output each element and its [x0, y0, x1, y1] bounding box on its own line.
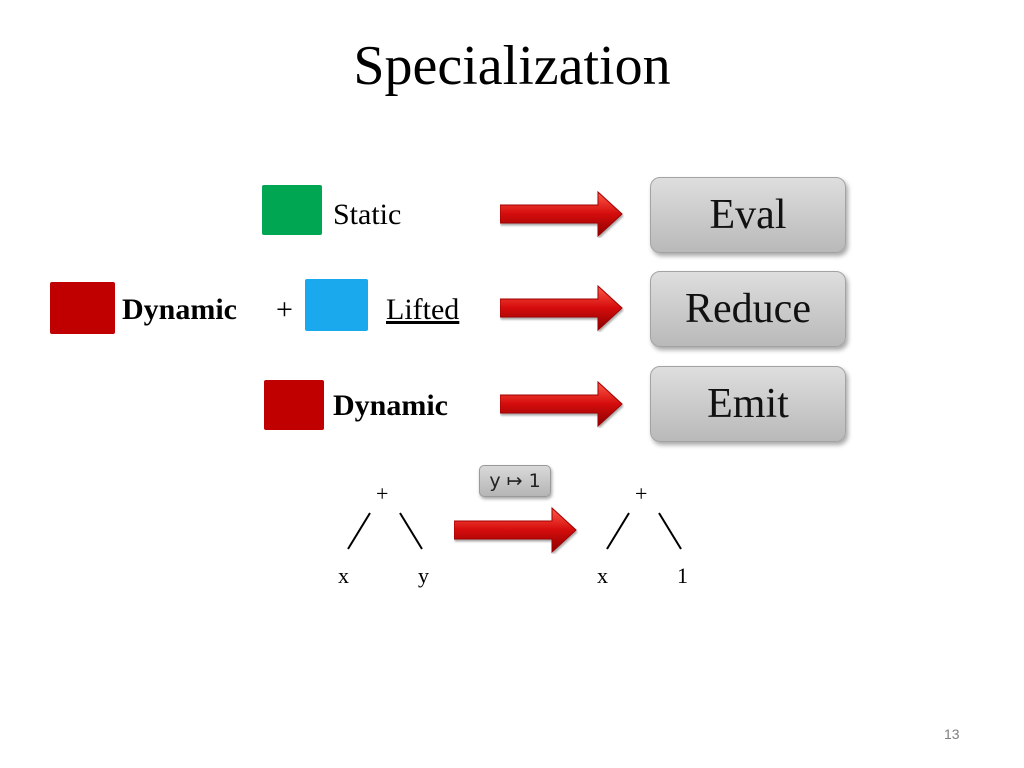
- plus-sign: +: [276, 293, 293, 326]
- static-label: Static: [333, 198, 402, 231]
- tree-before-edges: [347, 512, 423, 550]
- lifted-label: Lifted: [386, 293, 460, 326]
- eval-box: Eval: [650, 177, 846, 253]
- tree-before-op: +: [376, 481, 389, 506]
- tree-before-left: x: [338, 563, 349, 588]
- reduce-box: Reduce: [650, 271, 846, 347]
- right-arrow-icon: [500, 190, 623, 238]
- slide-title: Specialization: [353, 35, 671, 97]
- static-swatch: [262, 185, 322, 235]
- tree-after-right: 1: [677, 563, 688, 588]
- tree-after-left: x: [597, 563, 608, 588]
- dynamic-label: Dynamic: [333, 389, 448, 422]
- dynamic-swatch: [264, 380, 324, 430]
- lifted-swatch: [305, 279, 368, 331]
- right-arrow-icon: [454, 506, 577, 554]
- page-number: 13: [944, 726, 960, 742]
- emit-box: Emit: [650, 366, 846, 442]
- dynamic-label: Dynamic: [122, 293, 237, 326]
- dynamic-swatch: [50, 282, 115, 334]
- tree-after-op: +: [635, 481, 648, 506]
- substitution-badge: y ↦ 1: [479, 465, 551, 497]
- right-arrow-icon: [500, 284, 623, 332]
- right-arrow-icon: [500, 380, 623, 428]
- tree-before-right: y: [418, 563, 429, 588]
- tree-after-edges: [606, 512, 682, 550]
